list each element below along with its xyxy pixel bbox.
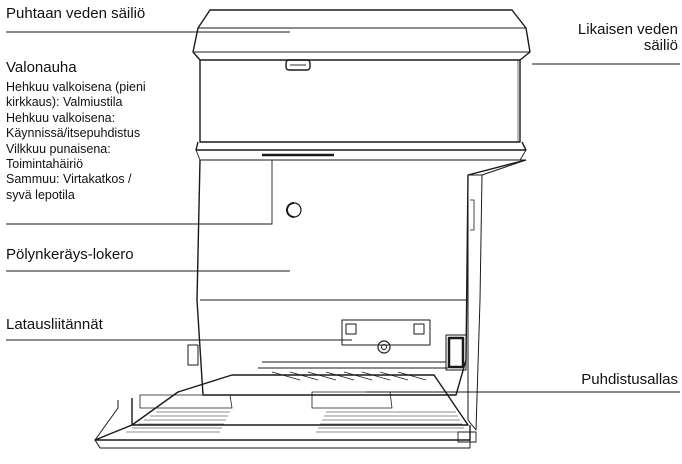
wireless-symbol-icon	[286, 202, 302, 218]
label-dirty-water-tank: Likaisen veden säiliö	[578, 22, 678, 54]
right-vent	[445, 334, 467, 371]
light-strip-line: Hehkuu valkoisena (pieni	[6, 80, 146, 94]
clean-water-tank-lid	[192, 9, 531, 61]
light-strip-description: Hehkuu valkoisena (pieni kirkkaus): Valm…	[6, 80, 146, 203]
label-clean-water-tank: Puhtaan veden säiliö	[6, 5, 146, 22]
label-dirty-water-tank-line2: säiliö	[643, 37, 678, 54]
cleaning-tray	[131, 374, 469, 426]
label-light-strip-title: Valonauha	[6, 59, 77, 76]
light-strip-line: syvä lepotila	[6, 187, 75, 202]
dirty-water-tank	[199, 60, 521, 143]
charging-contact-left	[345, 323, 357, 335]
label-charging-contacts: Latausliitännät	[6, 316, 103, 333]
label-cleaning-tray: Puhdistusallas	[581, 371, 678, 388]
light-strip-line: Toimintahäiriö	[6, 157, 84, 172]
station-body	[196, 159, 527, 396]
label-dust-bin: Pölynkeräys-lokero	[6, 246, 134, 263]
right-side-panel	[467, 174, 483, 431]
light-strip-line: kirkkaus): Valmiustila	[6, 95, 123, 110]
left-port	[187, 344, 199, 366]
leader-light-strip	[6, 159, 296, 225]
light-strip-line: Vilkkuu punaisena:	[6, 141, 111, 156]
ramp	[94, 398, 471, 441]
light-strip-line: Hehkuu valkoisena:	[6, 110, 116, 125]
light-strip-line: Käynnissä/itsepuhdistus	[6, 126, 141, 141]
charging-contact-right	[413, 323, 425, 335]
charging-contacts-panel	[341, 319, 431, 346]
light-strip-line: Sammuu: Virtakatkos /	[6, 172, 132, 187]
lid-handle	[285, 59, 311, 71]
label-dirty-water-tank-line1: Likaisen veden	[577, 21, 678, 38]
